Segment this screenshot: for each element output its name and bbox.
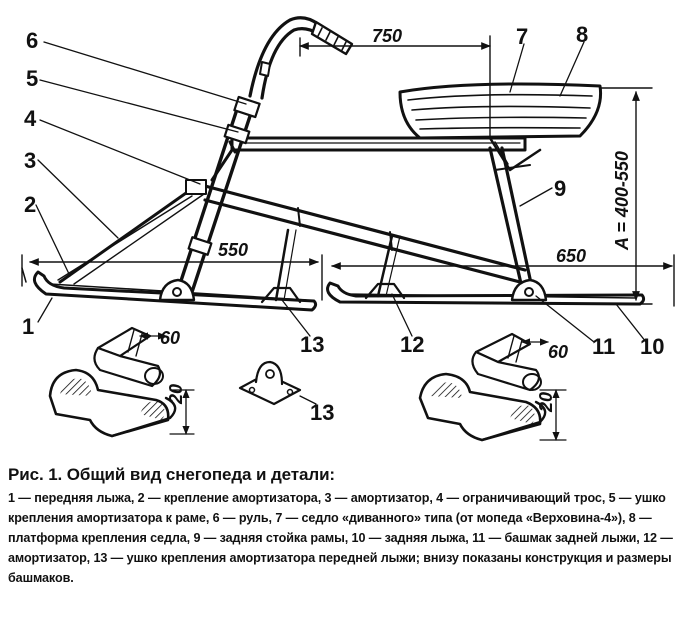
front-shoe-detail [48,326,195,438]
callout-4: 4 [24,106,37,131]
callout-labels: 6 5 4 3 2 1 7 8 9 10 11 12 13 13 [22,22,664,425]
snow-scooter-diagram: 6 5 4 3 2 1 7 8 9 10 11 12 13 13 750 550… [21,16,675,442]
dim-seat-height: A = 400-550 [612,151,632,251]
rear-shoe-detail [418,332,567,442]
rear-ski-mounts [364,234,548,302]
callout-1: 1 [22,314,34,339]
dim-650: 650 [556,246,586,266]
callout-13-ski: 13 [300,332,324,357]
callout-3: 3 [24,148,36,173]
caption-title: Рис. 1. Общий вид снегопеда и детали: [8,465,335,484]
dim-550: 550 [218,240,248,260]
dimension-labels: 750 550 650 A = 400-550 60 20 60 20 [160,26,632,413]
callout-12: 12 [400,332,424,357]
callout-8: 8 [576,22,588,47]
callout-7: 7 [516,24,528,49]
callout-10: 10 [640,334,664,359]
callout-2: 2 [24,192,36,217]
dim-left-60: 60 [160,328,180,348]
seat [398,82,603,140]
callout-11: 11 [592,334,615,359]
callout-5: 5 [26,66,38,91]
callout-9: 9 [554,176,566,201]
callout-13-detail: 13 [310,400,334,425]
dimension-lines [21,35,675,307]
handlebar [248,16,354,100]
callout-leaders [35,41,647,343]
dim-right-20: 20 [536,392,556,413]
caption-body: 1 — передняя лыжа, 2 — крепление амортиз… [8,491,673,585]
figure-caption: Рис. 1. Общий вид снегопеда и детали: 1 … [8,462,692,588]
dim-right-60: 60 [548,342,568,362]
callout-6: 6 [26,28,38,53]
dim-left-20: 20 [166,384,186,405]
upper-frame-tube [210,140,237,182]
mount-bracket-detail [238,360,317,406]
dim-750: 750 [372,26,402,46]
rear-ski [326,281,646,306]
main-frame-beam [203,184,527,284]
front-shock-absorber [57,179,207,285]
